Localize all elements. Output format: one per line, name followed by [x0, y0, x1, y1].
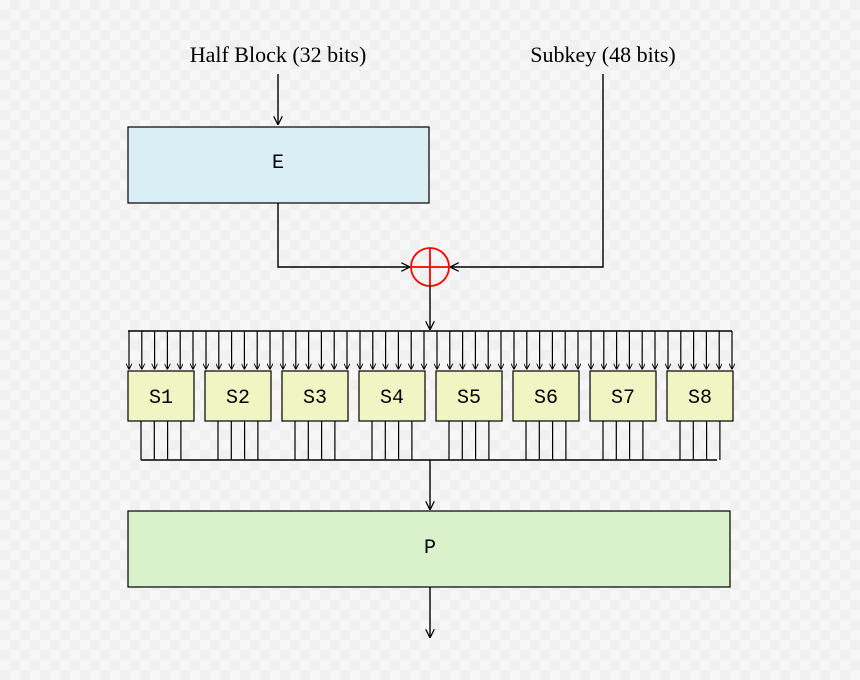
sbox-box	[666, 370, 734, 422]
expansion-output-line	[277, 203, 409, 267]
sbox-label: S7	[611, 387, 635, 410]
sbox-label: S1	[149, 387, 173, 410]
subkey-line	[451, 74, 604, 267]
sbox-8: S8	[667, 331, 733, 460]
sbox-1: S1	[128, 331, 194, 460]
sbox-row: S1 S2 S3 S4 S5 S6 S7 S8	[128, 331, 733, 460]
permutation-label: P	[424, 537, 436, 560]
sbox-2: S2	[205, 331, 271, 460]
xor-icon	[410, 247, 450, 287]
half-block-label: Half Block (32 bits)	[190, 42, 367, 67]
sbox-box	[358, 370, 426, 422]
sbox-box	[589, 370, 657, 422]
sbox-label: S3	[303, 387, 327, 410]
sbox-3: S3	[282, 331, 348, 460]
permutation-box	[127, 510, 731, 588]
sbox-label: S2	[226, 387, 250, 410]
sbox-7: S7	[590, 331, 656, 460]
sbox-box	[127, 370, 195, 422]
sbox-box	[435, 370, 503, 422]
sbox-label: S8	[688, 387, 712, 410]
sbox-box	[204, 370, 272, 422]
sbox-label: S6	[534, 387, 558, 410]
sbox-4: S4	[359, 331, 425, 460]
sbox-label: S4	[380, 387, 404, 410]
sbox-5: S5	[436, 331, 502, 460]
subkey-label: Subkey (48 bits)	[530, 42, 675, 67]
sbox-label: S5	[457, 387, 481, 410]
expansion-label: E	[272, 152, 284, 175]
sbox-6: S6	[513, 331, 579, 460]
sbox-box	[512, 370, 580, 422]
sbox-box	[281, 370, 349, 422]
